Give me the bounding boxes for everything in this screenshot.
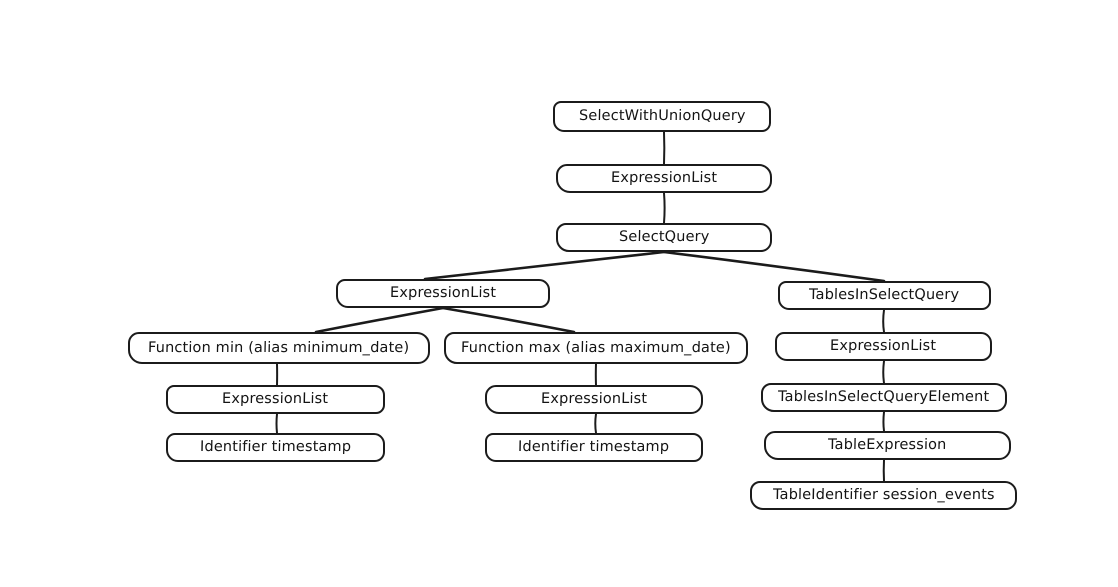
tree-node-label: SelectWithUnionQuery [578, 108, 746, 125]
tree-node[interactable]: Function max (alias maximum_date) [444, 332, 748, 364]
tree-node[interactable]: Identifier timestamp [166, 433, 385, 462]
tree-node-label: TableIdentifier session_events [772, 487, 995, 504]
tree-node-label: ExpressionList [540, 391, 648, 408]
tree-node[interactable]: SelectWithUnionQuery [553, 101, 771, 132]
tree-node[interactable]: Identifier timestamp [485, 433, 703, 462]
tree-node[interactable]: TablesInSelectQuery [778, 281, 991, 310]
tree-node-label: ExpressionList [389, 285, 497, 302]
tree-node[interactable]: ExpressionList [775, 332, 992, 361]
tree-node-label: TablesInSelectQueryElement [778, 389, 990, 406]
tree-node-label: TablesInSelectQuery [809, 287, 960, 304]
tree-node[interactable]: TableExpression [764, 431, 1011, 460]
edge-n10-n13 [594, 413, 597, 434]
tree-node-label: Identifier timestamp [518, 439, 670, 456]
tree-node-label: Function min (alias minimum_date) [148, 339, 410, 356]
edge-n8-n11 [882, 360, 885, 384]
tree-node-label: Identifier timestamp [199, 439, 352, 456]
tree-node-label: Function max (alias maximum_date) [460, 339, 732, 356]
tree-node[interactable]: ExpressionList [336, 279, 550, 308]
tree-node[interactable]: ExpressionList [485, 385, 703, 414]
tree-node-label: TableExpression [828, 437, 947, 454]
edge-n3-n5 [662, 250, 886, 283]
tree-node-label: SelectQuery [618, 229, 710, 246]
edge-n3-n4 [423, 250, 666, 281]
tree-node[interactable]: ExpressionList [166, 385, 385, 414]
tree-node-label: ExpressionList [222, 391, 329, 408]
tree-node-label: ExpressionList [610, 170, 718, 187]
edge-n11-n14 [882, 411, 885, 432]
tree-node[interactable]: TableIdentifier session_events [750, 481, 1017, 510]
tree-node[interactable]: SelectQuery [556, 223, 772, 252]
tree-node[interactable]: Function min (alias minimum_date) [128, 332, 430, 364]
edge-n2-n3 [663, 192, 666, 224]
edge-n4-n6 [314, 306, 445, 334]
tree-node[interactable]: TablesInSelectQueryElement [761, 383, 1007, 412]
edge-n4-n7 [441, 306, 576, 334]
edge-n5-n8 [882, 309, 885, 333]
tree-node-label: ExpressionList [830, 338, 937, 355]
tree-node[interactable]: ExpressionList [556, 164, 772, 193]
